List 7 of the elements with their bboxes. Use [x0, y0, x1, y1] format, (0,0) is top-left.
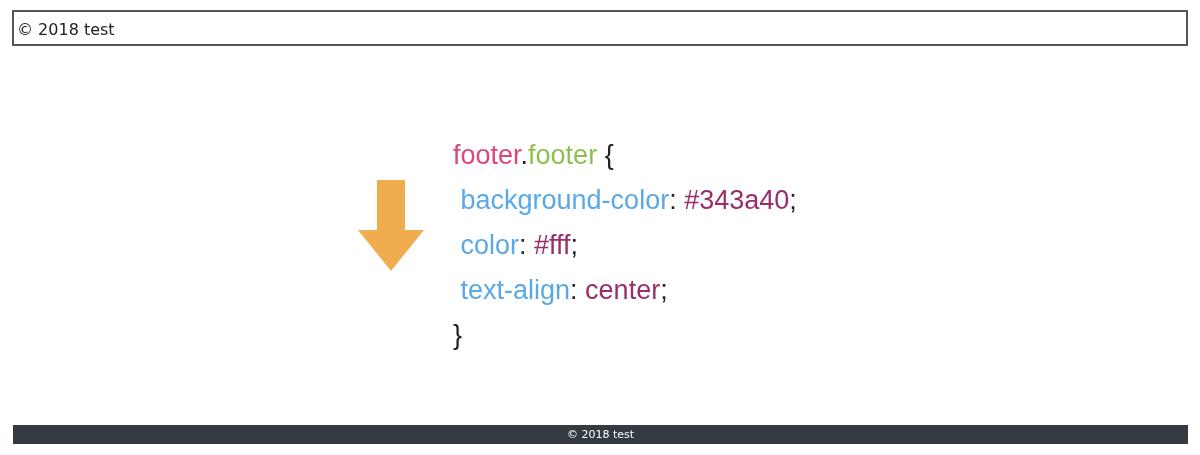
css-code-line: background-color: #343a40;: [459, 185, 797, 216]
css-code-line: color: #fff;: [459, 230, 579, 261]
page-footer: © 2018 test: [12, 10, 1188, 46]
css-code-line: footer.footer {: [453, 140, 614, 171]
styled-page-footer: © 2018 test: [13, 425, 1188, 444]
css-code-line: }: [453, 320, 463, 351]
css-code-line: text-align: center;: [459, 275, 668, 306]
